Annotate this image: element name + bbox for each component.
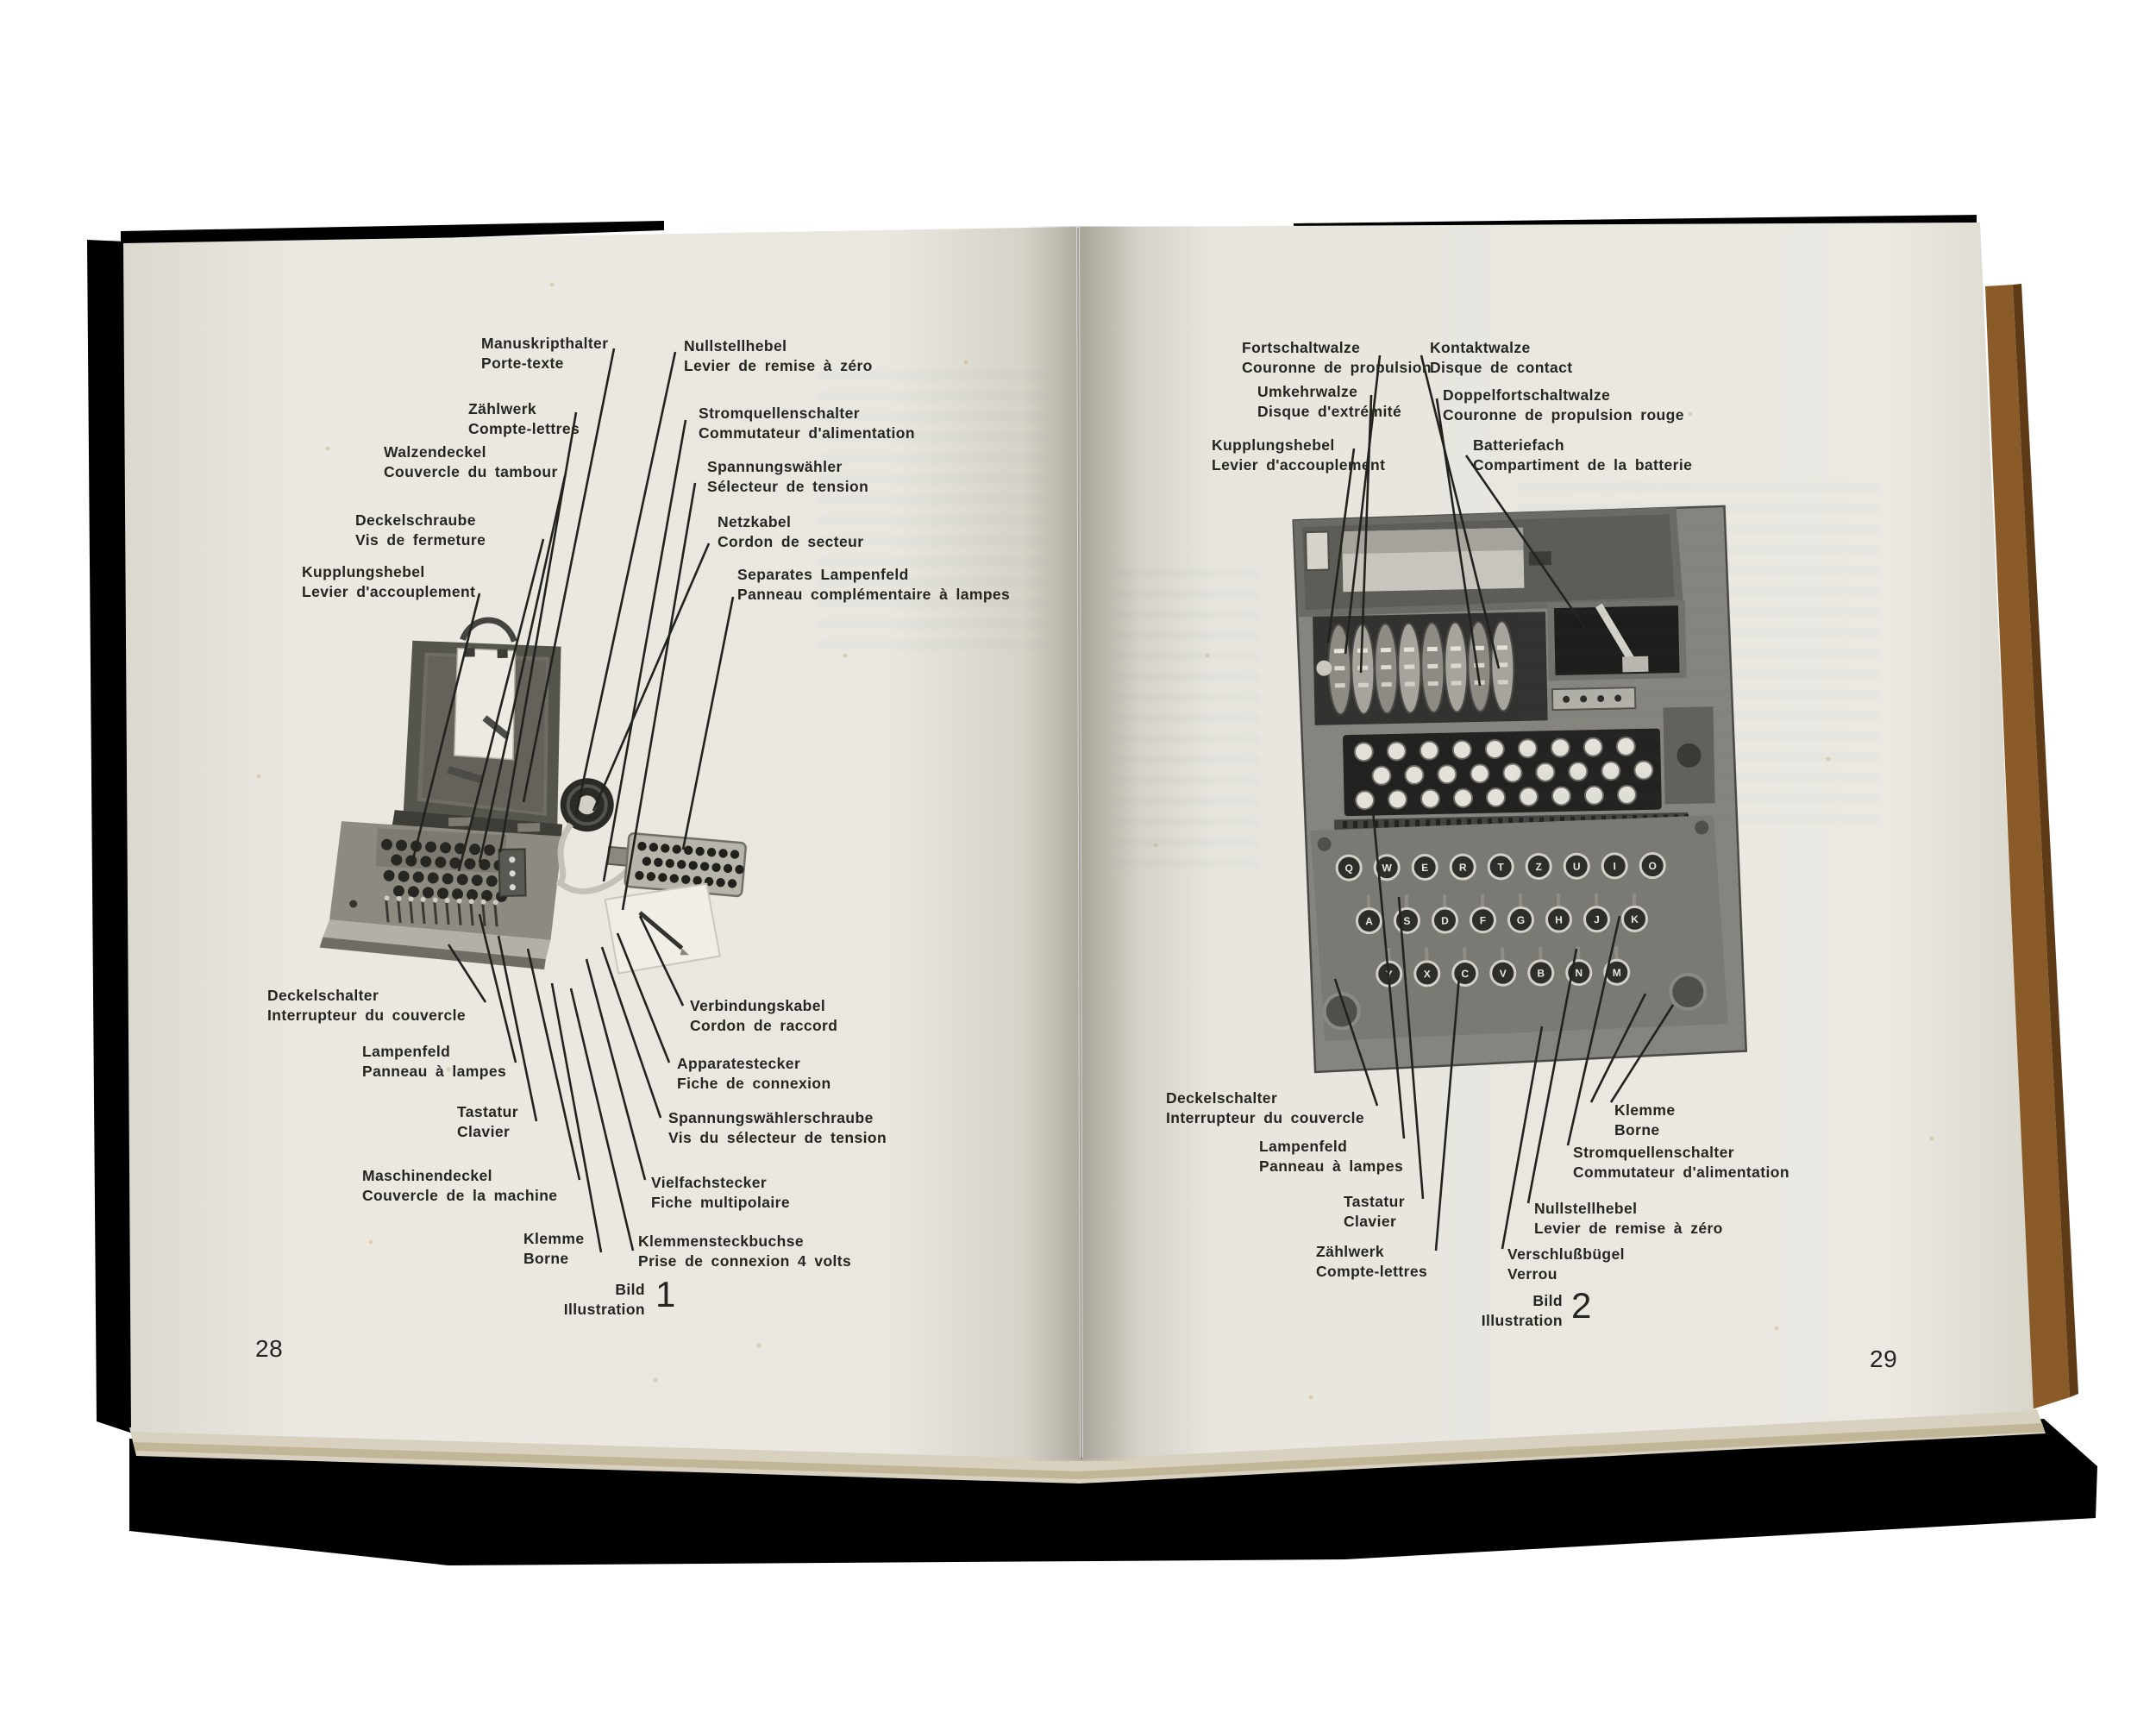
leader-lines: [411, 348, 1675, 1253]
key-letter: I: [1613, 860, 1616, 872]
key-letter: F: [1480, 914, 1487, 926]
key-letter: X: [1424, 968, 1431, 980]
key-letter: U: [1573, 861, 1581, 873]
key-letter: K: [1631, 913, 1639, 925]
key-letter: D: [1441, 914, 1449, 926]
figure-caption-2: Bild Illustration: [1380, 1291, 1563, 1331]
book-edge-brown: [1985, 285, 2070, 1409]
battery-compartment: [1546, 599, 1687, 681]
page-number-right: 29: [1870, 1346, 1898, 1372]
page-number-left: 28: [255, 1335, 284, 1362]
key-letter: Z: [1535, 861, 1542, 873]
caption-line: Illustration: [1481, 1312, 1563, 1329]
page-stack-edge: [129, 1409, 2046, 1484]
key-letter: W: [1382, 862, 1392, 874]
figure-photo-machine-open-case: [319, 617, 747, 975]
key-letter: T: [1497, 861, 1504, 873]
key-letter: C: [1461, 968, 1469, 980]
caption-line: Illustration: [563, 1301, 645, 1318]
key-letter: B: [1537, 967, 1545, 979]
figure-number-1: 1: [655, 1274, 676, 1314]
figure-photo-machine-top-view: QWERTZUIOASDFGHJKYXCVBNM: [1292, 505, 1748, 1074]
key-letter: M: [1613, 967, 1621, 979]
caption-line: Bild: [1532, 1292, 1563, 1309]
key-letter: S: [1403, 915, 1410, 927]
pencil: [638, 911, 684, 950]
left-page: [123, 227, 1080, 1459]
key-letter: J: [1594, 913, 1600, 925]
paper-sheet-and-pencil: [604, 882, 721, 975]
key-letter: E: [1421, 862, 1428, 874]
key-letter: G: [1517, 914, 1526, 926]
separate-lamp-panel: [606, 832, 747, 898]
caption-line: Bild: [615, 1281, 645, 1298]
figure-number-2: 2: [1571, 1285, 1592, 1326]
key-letter: Q: [1344, 862, 1353, 875]
key-letter: V: [1500, 968, 1507, 980]
key-letter: H: [1555, 913, 1563, 925]
key-letter: O: [1648, 860, 1657, 872]
figure-caption-1: Bild Illustration: [466, 1280, 645, 1320]
key-letter: R: [1459, 862, 1467, 874]
connection-cable: [555, 822, 638, 894]
key-letter: N: [1575, 967, 1583, 979]
carry-handle: [460, 617, 517, 643]
spine-shadow: [1025, 226, 1138, 1461]
key-letter: A: [1365, 915, 1373, 927]
